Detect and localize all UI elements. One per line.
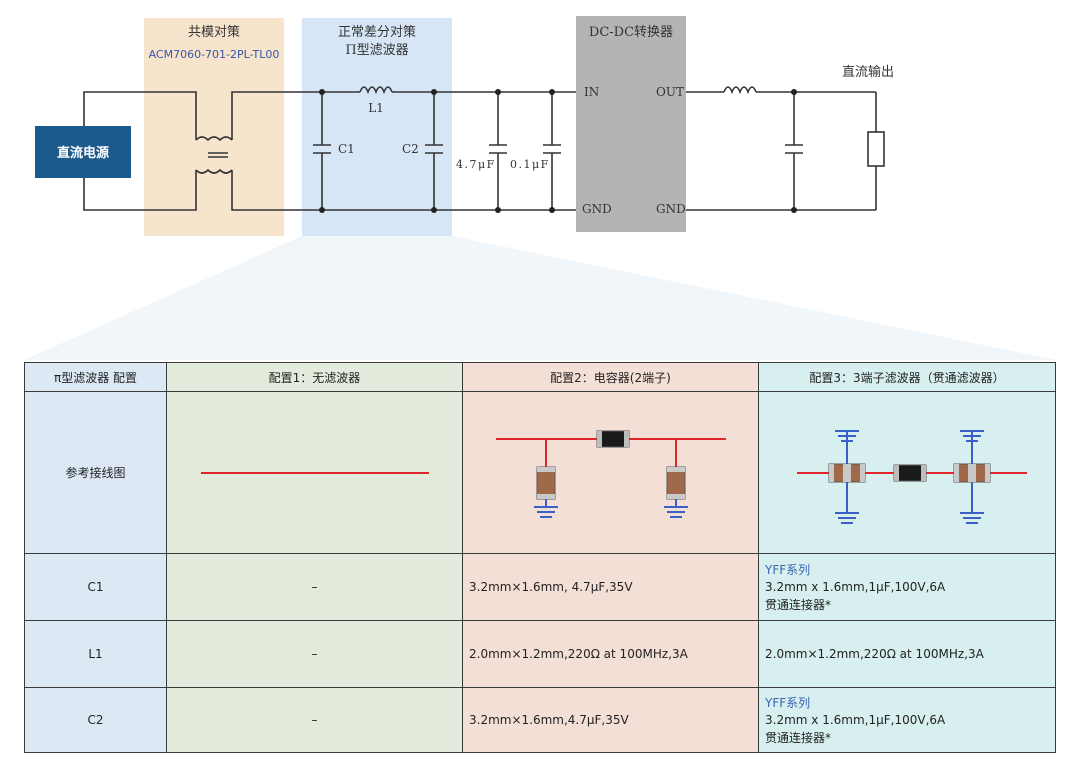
row-label-l1: L1: [24, 620, 167, 688]
config3-c1-spec: 3.2mm x 1.6mm,1μF,100V,6A: [765, 579, 946, 594]
config1-diagram: [166, 391, 463, 554]
config3-l1: 2.0mm×1.2mm,220Ω at 100MHz,3A: [758, 620, 1056, 688]
config2-diagram: [462, 391, 759, 554]
config3-c1-note: 贯通连接器*: [765, 597, 832, 612]
header-config2: 配置2：电容器(2端子): [462, 362, 759, 392]
common-mode-band: [144, 18, 284, 236]
config3-c2-series: YFF系列: [765, 695, 811, 710]
differential-subtitle: Π型滤波器: [345, 43, 408, 58]
config3-c2-note: 贯通连接器*: [765, 730, 832, 745]
c2-label: C2: [402, 142, 419, 156]
header-config3: 配置3：3端子滤波器（贯通滤波器）: [758, 362, 1056, 392]
differential-band: [302, 18, 452, 236]
output-label: 直流输出: [842, 64, 894, 80]
table-row: 参考接线图: [24, 391, 1056, 554]
config2-l1: 2.0mm×1.2mm,220Ω at 100MHz,3A: [462, 620, 759, 688]
no-filter-trace-icon: [200, 471, 429, 474]
config1-l1: –: [166, 620, 463, 688]
config2-c1: 3.2mm×1.6mm, 4.7μF,35V: [462, 553, 759, 621]
load-resistor-icon: [867, 131, 885, 167]
gnd-out-pin-label: GND: [656, 202, 686, 216]
dc-dc-converter-box: [576, 16, 686, 232]
header-config: π型滤波器 配置: [24, 362, 167, 392]
table-header-row: π型滤波器 配置 配置1：无滤波器 配置2：电容器(2端子) 配置3：3端子滤波…: [24, 362, 1056, 392]
row-label-diagram: 参考接线图: [24, 391, 167, 554]
gnd-in-pin-label: GND: [582, 202, 612, 216]
inductor-l1-icon: [359, 86, 393, 95]
config3-c2: YFF系列 3.2mm x 1.6mm,1μF,100V,6A 贯通连接器*: [758, 687, 1056, 753]
config3-c2-spec: 3.2mm x 1.6mm,1μF,100V,6A: [765, 712, 946, 727]
circuit-schematic: 直流电源 共模对策 正常差分对策 Π型滤波器 DC-DC转换器 直流输出 IN …: [24, 16, 1056, 360]
two-terminal-capacitor-diagram-icon: [495, 430, 726, 518]
table-row: C1 – 3.2mm×1.6mm, 4.7μF,35V YFF系列 3.2mm …: [24, 553, 1056, 621]
config2-c2: 3.2mm×1.6mm,4.7μF,35V: [462, 687, 759, 753]
config1-c2: –: [166, 687, 463, 753]
converter-title: DC-DC转换器: [589, 25, 673, 40]
row-label-c1: C1: [24, 553, 167, 621]
dc-source-box: [35, 126, 131, 178]
config3-c1-series: YFF系列: [765, 562, 811, 577]
common-mode-choke-icon: [195, 136, 233, 174]
cap-4p7uf-label: 4.7μF: [456, 158, 496, 171]
filter-config-table: π型滤波器 配置 配置1：无滤波器 配置2：电容器(2端子) 配置3：3端子滤波…: [24, 362, 1056, 753]
table-row: C2 – 3.2mm×1.6mm,4.7μF,35V YFF系列 3.2mm x…: [24, 687, 1056, 753]
zoom-wedge: [24, 236, 1056, 360]
row-label-c2: C2: [24, 687, 167, 753]
common-mode-title: 共模对策: [188, 24, 240, 40]
cap-0p1uf-label: 0.1μF: [510, 158, 550, 171]
differential-title: 正常差分对策: [338, 24, 416, 40]
in-pin-label: IN: [584, 85, 599, 99]
c1-label: C1: [338, 142, 355, 156]
common-mode-part-number: ACM7060-701-2PL-TL00: [149, 48, 280, 61]
table-row: L1 – 2.0mm×1.2mm,220Ω at 100MHz,3A 2.0mm…: [24, 620, 1056, 688]
config1-c1: –: [166, 553, 463, 621]
three-terminal-filter-diagram-icon: [797, 429, 1027, 524]
header-config1: 配置1：无滤波器: [166, 362, 463, 392]
dc-source-label: 直流电源: [57, 145, 109, 161]
config3-diagram: [758, 391, 1056, 554]
l1-label: L1: [368, 101, 384, 115]
output-inductor-icon: [723, 86, 757, 95]
out-pin-label: OUT: [656, 85, 684, 99]
config3-c1: YFF系列 3.2mm x 1.6mm,1μF,100V,6A 贯通连接器*: [758, 553, 1056, 621]
